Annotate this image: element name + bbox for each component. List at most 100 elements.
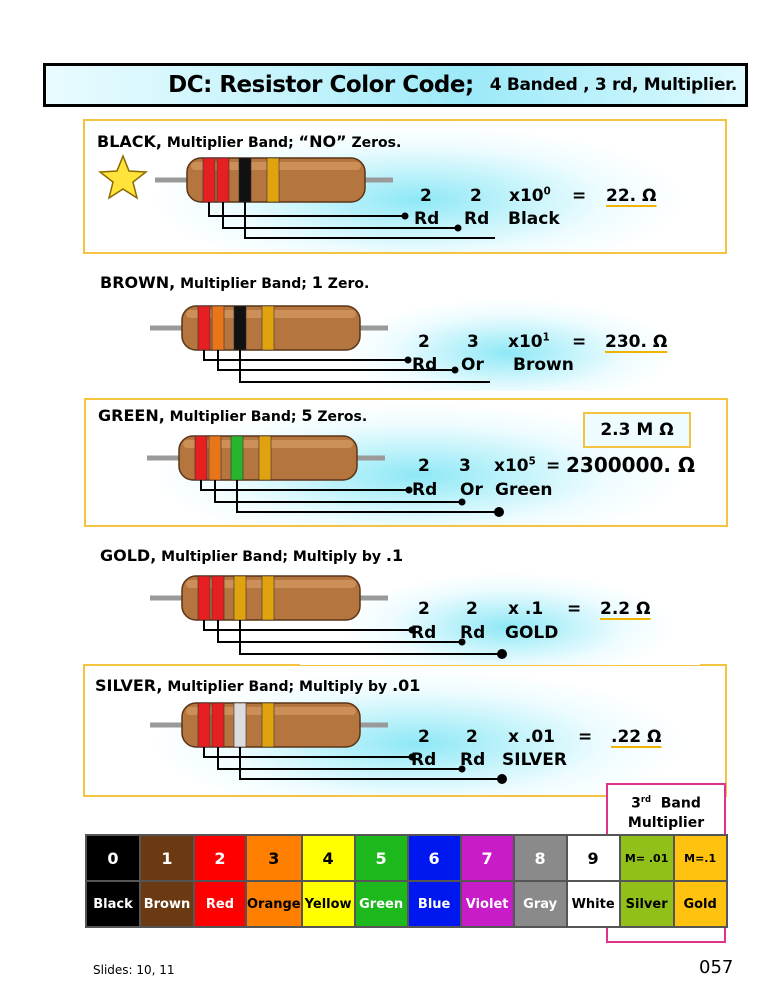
band-connector-line (203, 620, 412, 631)
band-connector-line (244, 202, 495, 239)
digit1-value: 2 (418, 727, 430, 747)
color-name-cell: Brown (139, 880, 195, 928)
resistor-band-1 (197, 575, 211, 621)
resistor-band-4 (261, 575, 275, 621)
heading-green: GREEN, Multiplier Band; 5 Zeros. (98, 406, 368, 425)
connector-dot (405, 486, 413, 494)
connector-dot (451, 366, 459, 374)
megohm-callout: 2.3 M Ω (583, 412, 691, 448)
resistor-band-4 (258, 435, 272, 481)
result-value: 22. Ω (606, 186, 657, 206)
resistor-band-4 (266, 157, 280, 203)
resistor-band-2 (208, 435, 222, 481)
resistor-band-2 (211, 702, 225, 748)
resistor-green (147, 435, 504, 517)
connector-dot (408, 753, 416, 761)
multiplier-label: Black (508, 209, 560, 229)
band-connector-line (236, 480, 499, 513)
result-value: 230. Ω (605, 332, 668, 352)
digit2-value: 2 (466, 599, 478, 619)
page-number: 057 (699, 957, 734, 978)
band-connector-line (208, 202, 405, 217)
digit1-label: Rd (412, 355, 438, 375)
connector-dot (454, 224, 462, 232)
page-title: DC: Resistor Color Code; (168, 72, 474, 98)
multiplier-value: x105 (494, 456, 536, 476)
resistor-band-4 (261, 702, 275, 748)
digit2-value: 2 (466, 727, 478, 747)
multiplier-label: GOLD (505, 623, 559, 643)
digit2-label: Rd (464, 209, 490, 229)
color-name-cell: Yellow (300, 880, 356, 928)
equals-sign: = (567, 599, 582, 619)
color-digit-cell: 9 (565, 834, 621, 882)
color-digit-cell: 5 (353, 834, 409, 882)
resistor-band-2 (211, 575, 225, 621)
equals-sign: = (572, 186, 587, 206)
connector-dot (494, 507, 504, 517)
band-connector-line (203, 350, 408, 361)
digit2-label: Or (461, 355, 484, 375)
multiplier-value: x100 (509, 186, 551, 206)
band-connector-line (239, 620, 502, 655)
band-connector-line (239, 747, 502, 780)
color-digit-cell: 7 (459, 834, 515, 882)
color-name-cell: Gold (672, 880, 728, 928)
connector-dot (497, 649, 507, 659)
digit1-label: Rd (411, 750, 437, 770)
digit2-value: 3 (459, 456, 471, 476)
color-digit-cell: M= .01 (618, 834, 675, 882)
color-digit-cell: 8 (512, 834, 568, 882)
color-name-cell: Blue (406, 880, 462, 928)
result-value: 2300000. Ω (566, 453, 695, 477)
connector-dot (404, 356, 412, 364)
band-connector-line (222, 202, 458, 229)
multiplier-value: x .01 (508, 727, 555, 747)
color-digit-cell: M=.1 (672, 834, 728, 882)
band-connector-line (239, 350, 490, 383)
resistor-band-2 (216, 157, 230, 203)
color-digit-cell: 2 (193, 834, 247, 882)
color-digit-cell: 6 (406, 834, 462, 882)
equals-sign: = (578, 727, 593, 747)
resistor-band-4 (261, 305, 275, 351)
multiplier-box-label: 3rd Band Multiplier (627, 794, 705, 831)
equals-sign: = (572, 332, 587, 352)
digit2-value: 2 (470, 186, 482, 206)
multiplier-label: Green (495, 480, 553, 500)
resistor-silver (150, 702, 507, 784)
heading-brown: BROWN, Multiplier Band; 1 Zero. (100, 273, 370, 292)
color-name-cell: Black (85, 880, 141, 928)
resistor-band-1 (202, 157, 216, 203)
title-banner: DC: Resistor Color Code; 4 Banded , 3 rd… (43, 63, 748, 107)
digit1-value: 2 (418, 456, 430, 476)
highlight-gold (300, 570, 700, 665)
resistor-band-1 (194, 435, 208, 481)
color-digit-cell: 1 (139, 834, 195, 882)
digit2-label: Rd (460, 750, 486, 770)
slides-reference: Slides: 10, 11 (93, 963, 175, 977)
heading-black: BLACK, Multiplier Band; “NO” Zeros. (97, 132, 402, 151)
heading-gold: GOLD, Multiplier Band; Multiply by .1 (100, 546, 404, 565)
band-connector-line (200, 480, 409, 491)
resistor-band-1 (197, 305, 211, 351)
resistor-band-3 (230, 435, 244, 481)
color-name-cell: White (565, 880, 621, 928)
multiplier-label: Brown (513, 355, 574, 375)
digit1-label: Rd (414, 209, 440, 229)
connector-dot (497, 774, 507, 784)
multiplier-value: x101 (508, 332, 550, 352)
connector-dot (401, 212, 409, 220)
resistor-band-3 (233, 575, 247, 621)
page-subtitle: 4 Banded , 3 rd, Multiplier. (489, 75, 738, 95)
highlight-brown (300, 296, 700, 391)
result-value: 2.2 Ω (600, 599, 651, 619)
band-connector-line (203, 747, 412, 758)
equals-sign: = (546, 456, 561, 476)
digit1-value: 2 (420, 186, 432, 206)
color-name-cell: Green (353, 880, 409, 928)
digit1-label: Rd (411, 623, 437, 643)
resistor-brown (150, 305, 490, 383)
color-name-cell: Orange (245, 880, 303, 928)
